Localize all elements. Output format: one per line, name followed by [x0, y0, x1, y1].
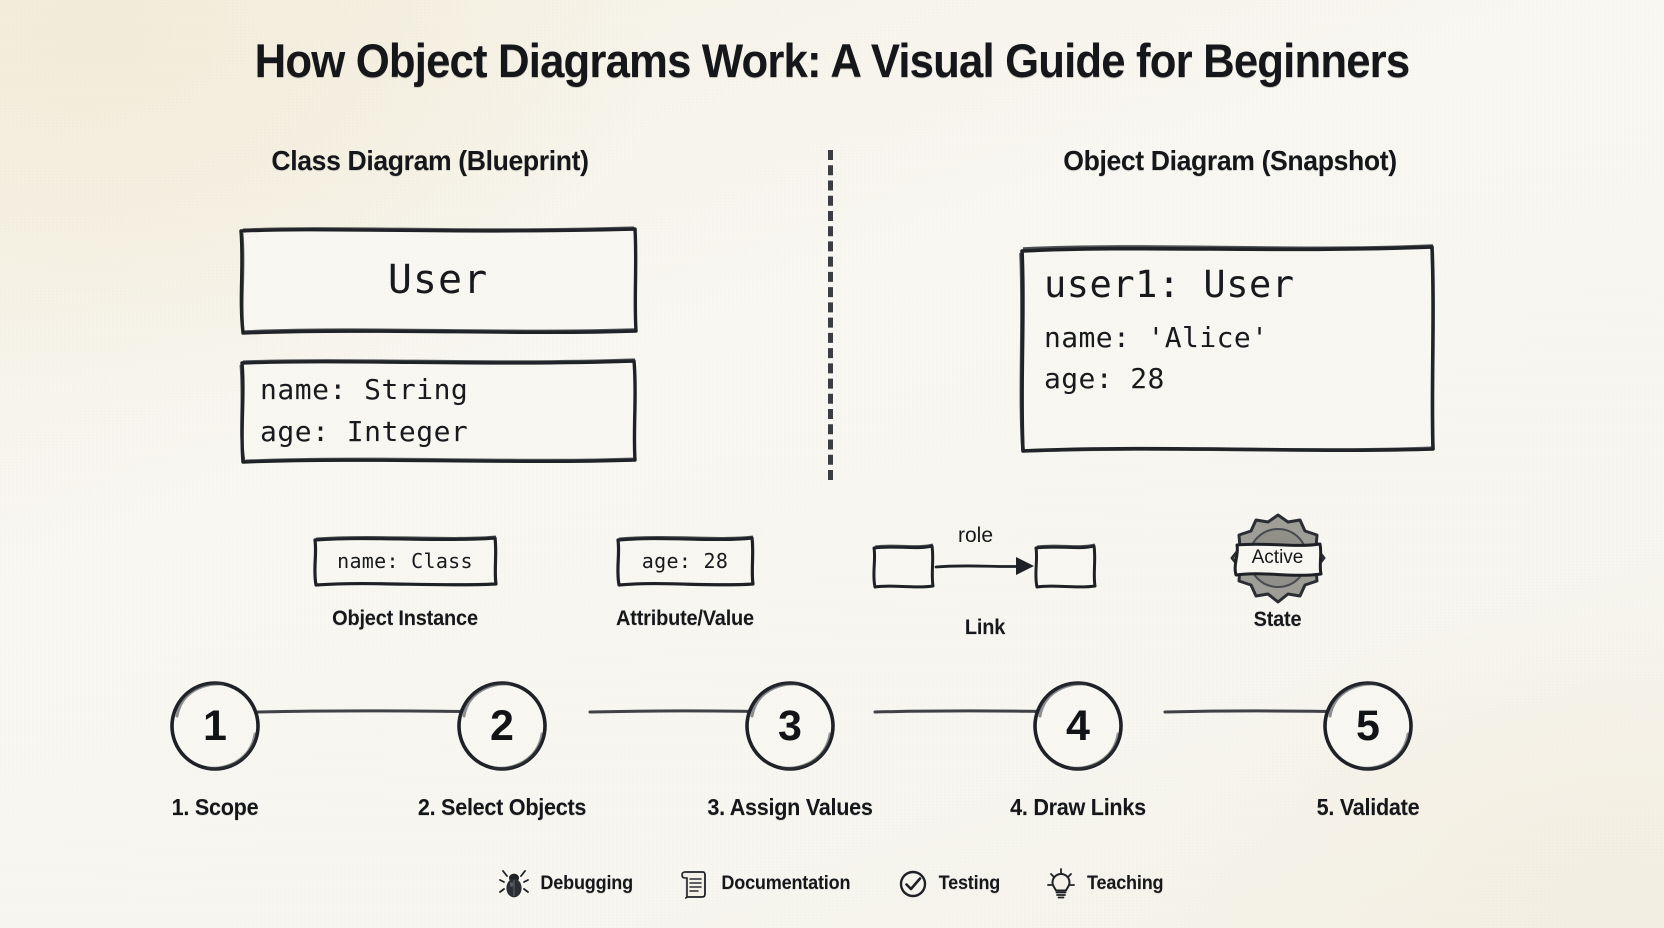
class-attribute-0: name: String — [260, 373, 469, 407]
arrow-right-icon — [872, 543, 1097, 589]
footer-usecases: Debugging Documentation Testing — [0, 868, 1664, 900]
object-attribute-0: name: 'Alice' — [1044, 321, 1269, 354]
step-3-number: 3 — [778, 701, 802, 750]
sketch-rect-icon — [239, 226, 638, 335]
circle-icon — [457, 681, 547, 771]
step-1-label: 1. Scope — [171, 794, 259, 820]
object-diagram-header: Object Diagram (Snapshot) — [1063, 145, 1397, 176]
step-2-label: 2. Select Objects — [417, 794, 587, 820]
step-4: 4 4. Draw Links — [968, 678, 1188, 821]
step-1-number: 1 — [203, 701, 227, 750]
bug-icon — [498, 868, 529, 900]
circle-icon — [170, 681, 260, 771]
page-title: How Object Diagrams Work: A Visual Guide… — [254, 34, 1410, 87]
class-diagram-header: Class Diagram (Blueprint) — [271, 145, 589, 176]
object-instance-chip-text: name: Class — [337, 549, 473, 573]
scroll-document-icon — [679, 868, 709, 900]
footer-item-teaching: Teaching — [1046, 868, 1165, 900]
class-attributes-box: name: String age: Integer — [238, 358, 638, 464]
legend-item-object-instance: name: Class Object Instance — [290, 533, 520, 631]
state-badge-text: Active — [1251, 547, 1304, 568]
object-instance-title: user1: User — [1044, 263, 1295, 306]
legend-label-attribute-value: Attribute/Value — [616, 607, 754, 630]
attribute-value-chip-text: age: 28 — [641, 549, 729, 573]
step-5: 5 5. Validate — [1258, 678, 1478, 821]
object-instance-box: user1: User name: 'Alice' age: 28 — [1018, 243, 1436, 453]
check-circle-icon — [898, 868, 928, 900]
lightbulb-icon — [1046, 868, 1076, 900]
footer-item-debugging: Debugging — [498, 868, 635, 900]
step-2: 2 2. Select Objects — [392, 678, 612, 821]
circle-icon — [1323, 681, 1413, 771]
sketch-rect-icon — [239, 358, 637, 464]
footer-label-testing: Testing — [938, 873, 1001, 894]
footer-item-testing: Testing — [898, 868, 1002, 900]
step-3-label: 3. Assign Values — [707, 794, 873, 820]
class-name-box: User — [238, 225, 638, 335]
connector-line-icon — [256, 709, 1370, 714]
step-4-number: 4 — [1066, 701, 1090, 750]
legend-item-state: Active State — [1190, 512, 1365, 632]
object-instance-chip: name: Class — [312, 535, 498, 587]
step-5-circle: 5 — [1320, 678, 1416, 774]
legend-label-link: Link — [964, 616, 1006, 639]
class-name-text: User — [387, 257, 489, 303]
step-1: 1 1. Scope — [105, 678, 325, 821]
step-2-number: 2 — [490, 701, 514, 750]
footer-label-teaching: Teaching — [1086, 873, 1164, 894]
legend-item-link: role Link — [870, 524, 1100, 640]
step-5-label: 5. Validate — [1316, 794, 1420, 820]
sketch-rect-icon — [1019, 244, 1435, 453]
link-role-label: role — [958, 524, 994, 547]
box-icon — [616, 535, 755, 587]
circle-icon — [1033, 681, 1123, 771]
legend-label-state: State — [1253, 608, 1302, 631]
legend-item-attribute-value: age: 28 Attribute/Value — [570, 533, 800, 631]
steps-connector — [0, 655, 1664, 785]
box-icon — [313, 535, 498, 587]
step-3-circle: 3 — [742, 678, 838, 774]
step-4-label: 4. Draw Links — [1010, 794, 1146, 820]
footer-label-debugging: Debugging — [540, 873, 633, 894]
panel-divider — [828, 150, 833, 480]
circle-icon — [745, 681, 835, 771]
class-attribute-1: age: Integer — [260, 414, 469, 448]
step-2-circle: 2 — [454, 678, 550, 774]
object-attribute-1: age: 28 — [1044, 361, 1165, 395]
state-badge: Active — [1228, 512, 1328, 608]
step-5-number: 5 — [1356, 701, 1380, 750]
legend-label-object-instance: Object Instance — [332, 607, 478, 630]
badge-icon — [1230, 513, 1325, 604]
step-4-circle: 4 — [1030, 678, 1126, 774]
footer-item-documentation: Documentation — [679, 868, 854, 900]
step-1-circle: 1 — [167, 678, 263, 774]
attribute-value-chip: age: 28 — [615, 535, 755, 587]
link-diagram: role — [870, 524, 1100, 600]
footer-label-documentation: Documentation — [721, 873, 851, 894]
step-3: 3 3. Assign Values — [680, 678, 900, 821]
